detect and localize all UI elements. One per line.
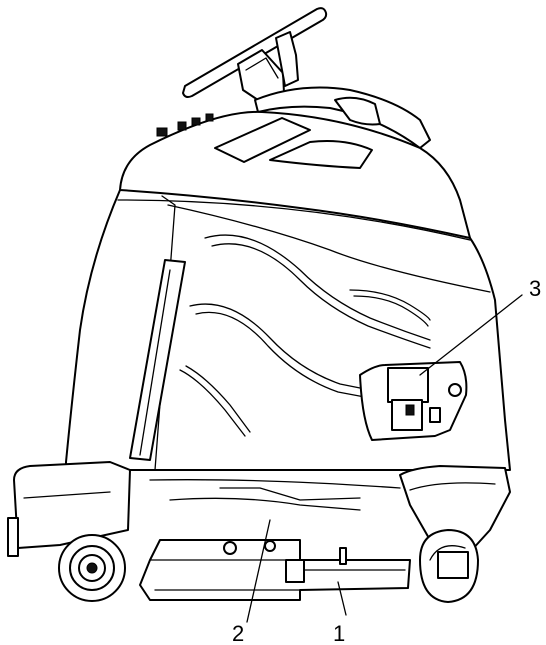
- leader-lines: [246, 294, 523, 623]
- callout-1: 1: [333, 621, 345, 645]
- body-grooves: [179, 234, 431, 437]
- component-3-housing: [359, 361, 468, 441]
- brush-deck: [139, 539, 411, 601]
- callout-3: 3: [529, 276, 541, 301]
- steering-wheel: [182, 7, 328, 105]
- front-wheel: [58, 534, 126, 602]
- main-body-shell: [65, 189, 511, 471]
- chassis-base: [7, 461, 511, 561]
- rear-wheel: [419, 529, 479, 603]
- callout-2: 2: [232, 621, 244, 645]
- control-panel: [119, 110, 471, 239]
